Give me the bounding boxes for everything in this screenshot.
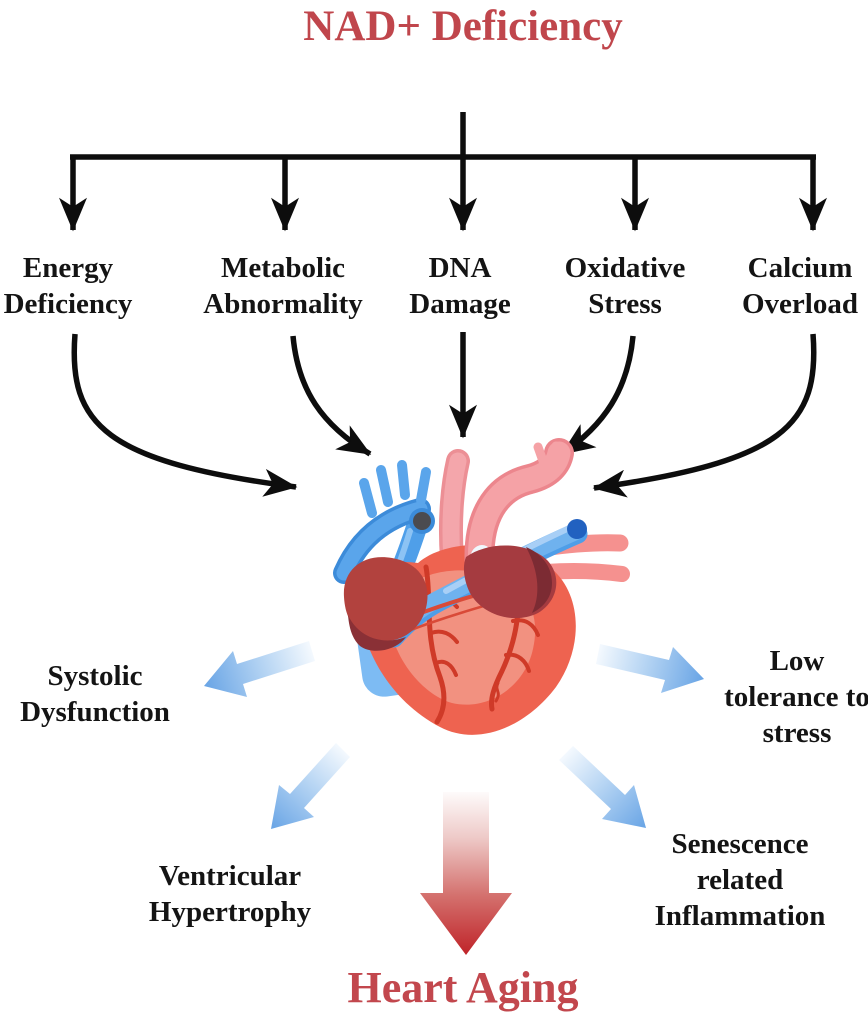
left-atrium	[343, 557, 428, 651]
outcome-label-systolic-dysfunction: Systolic Dysfunction	[20, 660, 170, 728]
heart-aging-label: Heart Aging	[347, 963, 579, 1012]
aorta-pink	[464, 438, 574, 584]
heart-illustration	[333, 438, 630, 735]
top-branch-connector	[59, 112, 827, 232]
pulmonary-trunk-pink	[438, 449, 470, 571]
curve-arrow-calcium	[592, 333, 817, 498]
cause-label-dna-damage: DNA Damage	[409, 252, 511, 320]
right-pulmonary-stubs	[534, 534, 630, 582]
cause-label-oxidative-stress: Oxidative Stress	[564, 252, 686, 320]
outcome-arrow-low-tolerance	[596, 644, 704, 693]
outcome-arrow-systolic-dysfunction	[204, 641, 315, 697]
nad-deficiency-title: NAD+ Deficiency	[303, 3, 623, 50]
curve-arrow-oxidative	[560, 335, 636, 457]
right-atrium	[463, 545, 557, 619]
heart-body	[358, 544, 576, 735]
pulmonary-vessels-blue	[333, 460, 435, 630]
outcome-label-low-tolerance-to-stress: Low tolerance to stress	[724, 645, 868, 749]
converging-arrows-to-heart	[71, 332, 817, 498]
cause-label-energy-deficiency: Energy Deficiency	[3, 252, 133, 320]
curve-arrow-metabolic	[290, 335, 372, 457]
outcome-arrow-ventricular-hypertrophy	[271, 743, 350, 829]
outcome-arrow-senescence-inflammation	[559, 746, 646, 828]
outcome-label-senescence-inflammation: Senescence related Inflammation	[654, 828, 826, 932]
cause-label-calcium-overload: Calcium Overload	[742, 252, 858, 320]
cause-label-metabolic-abnormality: Metabolic Abnormality	[203, 252, 363, 320]
coronary-arteries	[423, 564, 540, 725]
heart-blue-backdrop	[354, 591, 434, 697]
crossing-vena-cava-blue	[383, 519, 588, 648]
heart-aging-arrow	[420, 792, 512, 955]
outcome-label-ventricular-hypertrophy: Ventricular Hypertrophy	[148, 860, 312, 928]
curve-arrow-energy	[71, 333, 298, 497]
